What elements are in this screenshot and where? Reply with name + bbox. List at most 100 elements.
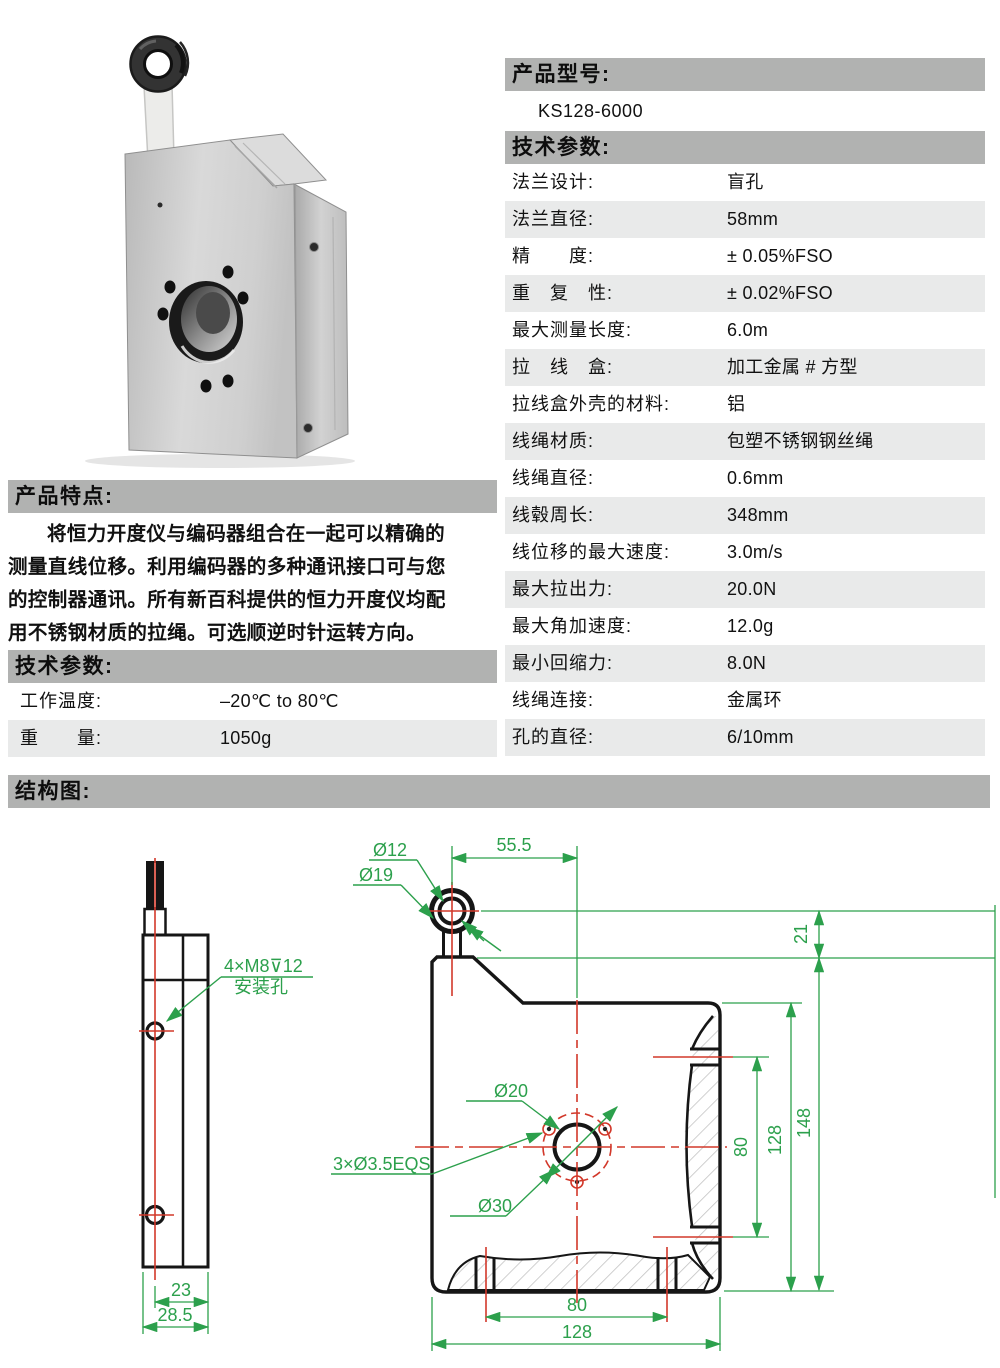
mount-note-leader [165,976,313,1022]
side-width-dims [141,1272,210,1334]
side-view: 4×M8⊽12 安装孔 23 28.5 [139,858,313,1334]
spec-label: 线位移的最大速度: [512,542,671,562]
spec-label: 线毂周长: [512,505,595,525]
dim-bolt-circle: Ø30 [478,1196,512,1216]
spec-value: ± 0.05%FSO [727,246,833,266]
spec-value: 348mm [727,505,789,525]
spec-label: 线绳连接: [512,690,595,710]
spec-row: 线绳直径: 0.6mm [505,460,985,497]
mount-note-line1: 4×M8⊽12 [224,956,303,976]
dim-small-holes: 3×Ø3.5EQS [333,1154,431,1174]
spec-label: 最大拉出力: [512,579,614,599]
hole-leaders [331,1100,618,1217]
spec-label: 最大测量长度: [512,320,633,340]
left-params-panel: 技术参数: 工作温度: –20℃ to 80℃ 重 量: 1050g [8,650,497,757]
center-bore [169,281,243,364]
spec-label: 最大角加速度: [512,616,633,636]
dim-top-gap: 21 [791,924,811,944]
body-side-face [293,183,349,459]
dim-width-outer: 28.5 [157,1305,192,1325]
spec-row: 精 度: ± 0.05%FSO [505,238,985,275]
spec-row: 孔的直径: 6/10mm [505,719,985,756]
flange-holes [157,202,249,393]
side-body [141,933,210,1269]
mount-note-line2: 安装孔 [234,977,288,997]
features-line: 将恒力开度仪与编码器组合在一起可以精确的 [47,523,446,545]
spec-value: 6/10mm [727,727,794,747]
spec-row: 线毂周长: 348mm [505,497,985,534]
dim-eyelet-outer: Ø19 [359,865,393,885]
dim-slot-spacing: 80 [731,1137,751,1157]
spec-row: 拉 线 盒: 加工金属 # 方型 [505,349,985,386]
spec-row: 最大拉出力: 20.0N [505,571,985,608]
spec-value: 包塑不锈钢钢丝绳 [727,431,874,451]
slot-hatch [684,1016,718,1280]
spec-label: 法兰设计: [512,172,595,192]
spec-value: 3.0m/s [727,542,783,562]
spec-row: 法兰直径: 58mm [505,201,985,238]
photo-shadow [85,454,355,468]
features-paragraph: 将恒力开度仪与编码器组合在一起可以精确的 测量直线位移。利用编码器的多种通讯接口… [8,513,497,650]
spec-label: 精 度: [512,246,595,266]
sensor-body [124,133,349,459]
spec-value: 铝 [727,394,746,414]
corner-screw-holes [303,242,319,433]
spec-label: 线绳材质: [512,431,595,451]
spec-label: 最小回缩力: [512,653,614,673]
spec-row: 线绳材质: 包塑不锈钢钢丝绳 [505,423,985,460]
spec-value: 金属环 [727,690,782,710]
spec-label: 重 复 性: [512,283,614,303]
spec-row: 线位移的最大速度: 3.0m/s [505,534,985,571]
dim-hole-center: Ø20 [494,1081,528,1101]
dim-height-body: 128 [765,1125,785,1155]
side-centerlines [139,858,174,1280]
dim-width-inner: 23 [171,1280,191,1300]
bottom-hole-edges [474,1257,678,1290]
param-label: 工作温度: [20,691,103,711]
spec-value: 0.6mm [727,468,784,488]
spec-label: 线绳直径: [512,468,595,488]
param-row: 重 量: 1050g [8,720,497,757]
param-label: 重 量: [20,728,103,748]
spec-row: 线绳连接: 金属环 [505,682,985,719]
bottom-section-band [446,1251,712,1291]
params-panel-title: 技术参数: [8,650,497,683]
spec-label: 拉线盒外壳的材料: [512,394,671,414]
param-value: –20℃ to 80℃ [220,691,339,711]
dim-eyelet-inner: Ø12 [373,840,407,860]
param-value: 1050g [220,728,272,748]
spec-label: 拉 线 盒: [512,357,614,377]
structure-diagram: 4×M8⊽12 安装孔 23 28.5 [139,835,996,1351]
spec-row: 最小回缩力: 8.0N [505,645,985,682]
spec-value: 58mm [727,209,779,229]
spec-value: 加工金属 # 方型 [727,357,858,377]
spec-value: 盲孔 [727,172,764,192]
spec-value: 8.0N [727,653,767,673]
spec-row: 最大角加速度: 12.0g [505,608,985,645]
param-row: 工作温度: –20℃ to 80℃ [8,683,497,720]
spec-value: 20.0N [727,579,777,599]
dim-width-body: 128 [562,1322,592,1342]
diagram-title-bar: 结构图: [8,775,990,808]
features-panel-title: 产品特点: [8,480,497,513]
spec-label: 孔的直径: [512,727,595,747]
features-line: 的控制器通讯。所有新百科提供的恒力开度仪均配 [8,589,446,611]
features-panel: 产品特点: 将恒力开度仪与编码器组合在一起可以精确的 测量直线位移。利用编码器的… [8,480,497,650]
model-spec-panel: 产品型号: KS128-6000 技术参数: 法兰设计: 盲孔 法兰直径: 58mm… [505,58,985,756]
spec-row: 重 复 性: ± 0.02%FSO [505,275,985,312]
spec-panel-title: 技术参数: [505,131,985,164]
spec-row: 法兰设计: 盲孔 [505,164,985,201]
spec-label: 法兰直径: [512,209,595,229]
eyelet-leaders [353,859,502,952]
model-panel-title: 产品型号: [505,58,985,91]
model-number: KS128-6000 [538,101,644,121]
spec-value: ± 0.02%FSO [727,283,833,303]
dim-hole-spacing: 80 [567,1295,587,1315]
product-photo [85,35,355,468]
spec-value: 12.0g [727,616,774,636]
dim-height-total: 148 [794,1108,814,1138]
spec-row: 最大测量长度:6.0m [505,312,985,349]
front-view: Ø12 Ø19 55.5 21 148 128 80 Ø20 Ø30 3×Ø3.… [331,835,996,1351]
dim-offset: 55.5 [496,835,531,855]
